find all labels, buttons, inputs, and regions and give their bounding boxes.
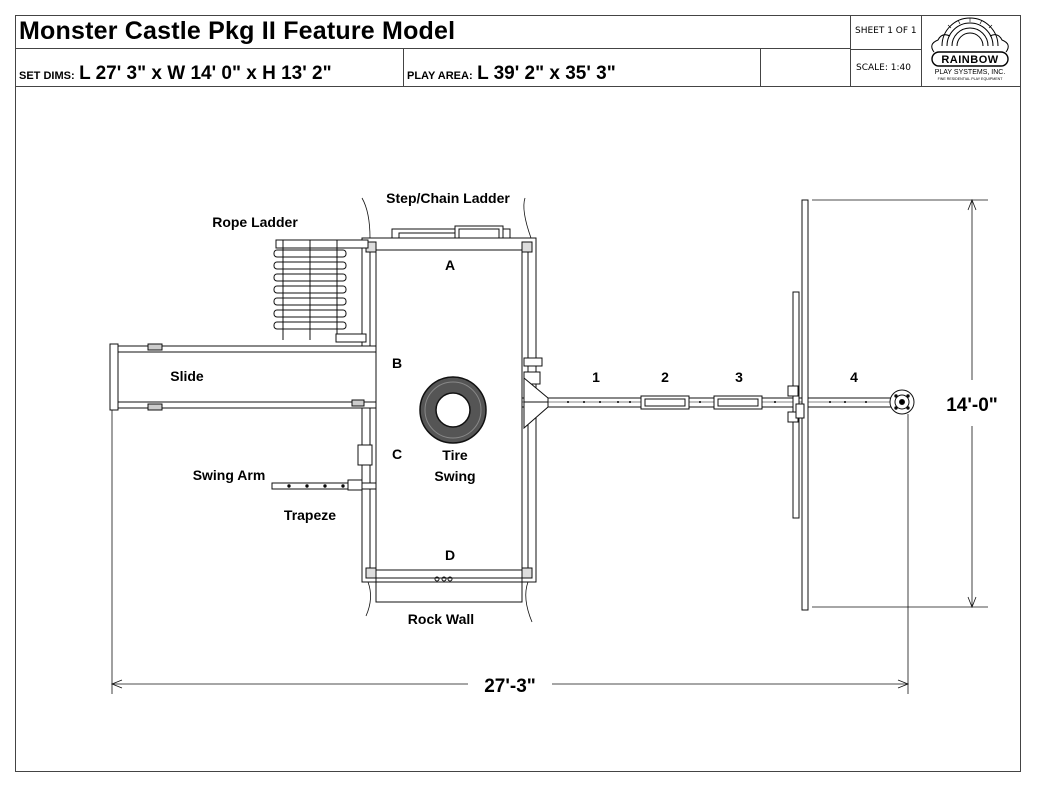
title-block-divider [15, 48, 850, 49]
width-dimension-line [812, 198, 988, 609]
swing-position-1: 1 [592, 369, 600, 385]
swing-position-4: 4 [850, 369, 858, 385]
swing-arm [271, 479, 377, 491]
deck-label-c: C [392, 446, 402, 462]
label-tire-swing-2: Swing [434, 468, 475, 484]
set-dims-label: SET DIMS: [19, 70, 75, 82]
slide [109, 343, 377, 411]
rock-wall [365, 576, 533, 623]
label-rope-ladder: Rope Ladder [212, 214, 298, 230]
label-slide: Slide [170, 368, 204, 384]
logo-company: PLAY SYSTEMS, INC. [935, 69, 1006, 76]
title-block-col-1 [403, 49, 404, 86]
title-block-col-4 [921, 15, 922, 86]
beam-end-cap [889, 389, 915, 415]
length-dimension: 27'-3" [484, 676, 536, 697]
drawing-scale: SCALE: 1:40 [856, 63, 911, 73]
play-area: PLAY AREA: L 39' 2" x 35' 3" [407, 63, 616, 85]
set-dims: SET DIMS: L 27' 3" x W 14' 0" x H 13' 2" [19, 63, 332, 85]
deck-label-a: A [445, 257, 455, 273]
label-tire-swing: Tire [442, 447, 468, 463]
sheet-scale-divider [850, 49, 921, 50]
title-block-bottom [15, 86, 1021, 87]
drawing-sheet [15, 15, 1021, 772]
label-rock-wall: Rock Wall [408, 611, 474, 627]
drawing-title: Monster Castle Pkg II Feature Model [19, 17, 456, 45]
length-dimension-line [110, 410, 910, 694]
play-area-label: PLAY AREA: [407, 70, 473, 82]
deck-label-b: B [392, 355, 402, 371]
a-frame-legs [787, 199, 809, 611]
rope-ladder [273, 239, 369, 343]
set-dims-value: L 27' 3" x W 14' 0" x H 13' 2" [79, 63, 332, 84]
tire-swing [419, 376, 487, 444]
play-area-value: L 39' 2" x 35' 3" [477, 63, 616, 84]
sheet-number: SHEET 1 OF 1 [855, 26, 917, 36]
label-swing-arm: Swing Arm [193, 467, 266, 483]
swing-position-2: 2 [661, 369, 669, 385]
logo-tagline: FINE RESIDENTIAL PLAY EQUIPMENT [938, 77, 1004, 81]
swing-position-3: 3 [735, 369, 743, 385]
title-block-col-2 [760, 49, 761, 86]
label-trapeze: Trapeze [284, 507, 336, 523]
width-dimension: 14'-0" [946, 395, 998, 416]
rainbow-logo: RAINBOW PLAY SYSTEMS, INC. FINE RESIDENT… [931, 17, 1009, 81]
deck-label-d: D [445, 547, 455, 563]
title-block-col-3 [850, 15, 851, 86]
logo-brand: RAINBOW [941, 54, 998, 66]
label-step-chain-ladder: Step/Chain Ladder [386, 190, 510, 206]
swing-beam [521, 376, 901, 430]
